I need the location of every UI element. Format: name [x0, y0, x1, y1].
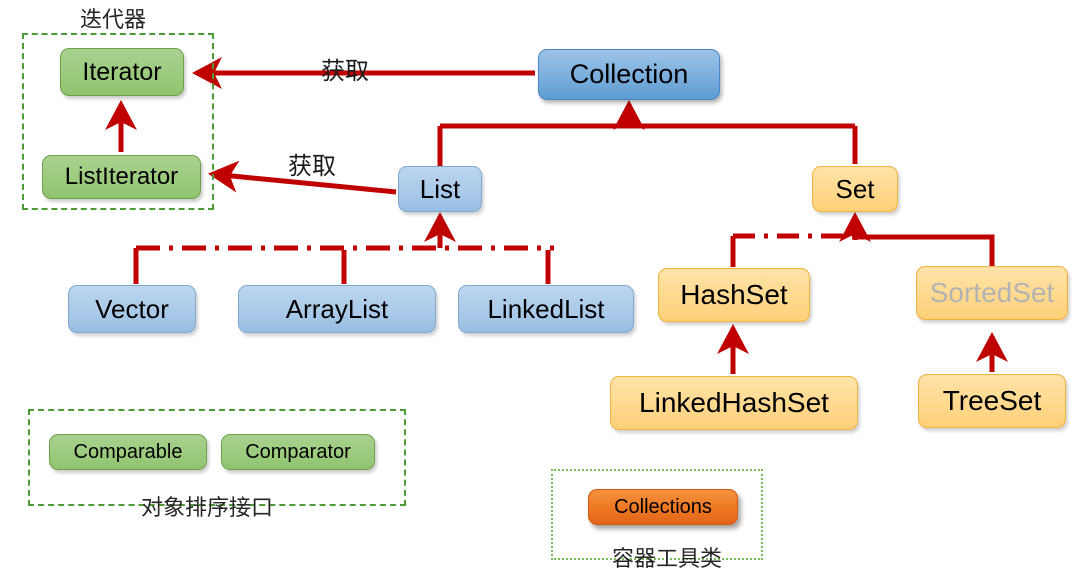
group-frame-sorting: [28, 409, 406, 506]
node-sortedset[interactable]: SortedSet: [916, 266, 1068, 320]
group-caption-sorting: 对象排序接口: [141, 496, 274, 521]
edge-label-collection-iterator: 获取: [321, 57, 369, 85]
node-collection[interactable]: Collection: [538, 49, 720, 100]
node-linkedlist[interactable]: LinkedList: [458, 285, 634, 333]
node-list[interactable]: List: [398, 166, 482, 212]
node-listiterator[interactable]: ListIterator: [42, 155, 201, 199]
node-linkedhashset[interactable]: LinkedHashSet: [610, 376, 858, 430]
node-set[interactable]: Set: [812, 166, 898, 212]
node-hashset[interactable]: HashSet: [658, 268, 810, 322]
node-treeset[interactable]: TreeSet: [918, 374, 1066, 428]
edge-sortedset-set: [857, 234, 995, 266]
group-frame-iterator: [22, 33, 214, 210]
edge-label-list-listiterator: 获取: [288, 152, 336, 180]
node-iterator[interactable]: Iterator: [60, 48, 184, 96]
group-caption-utility: 容器工具类: [612, 547, 723, 572]
node-vector[interactable]: Vector: [68, 285, 196, 333]
node-collections[interactable]: Collections: [588, 489, 738, 525]
node-arraylist[interactable]: ArrayList: [238, 285, 436, 333]
node-comparator[interactable]: Comparator: [221, 434, 375, 470]
group-caption-iterator: 迭代器: [80, 8, 147, 33]
node-comparable[interactable]: Comparable: [49, 434, 207, 470]
group-frame-utility: [551, 469, 763, 560]
